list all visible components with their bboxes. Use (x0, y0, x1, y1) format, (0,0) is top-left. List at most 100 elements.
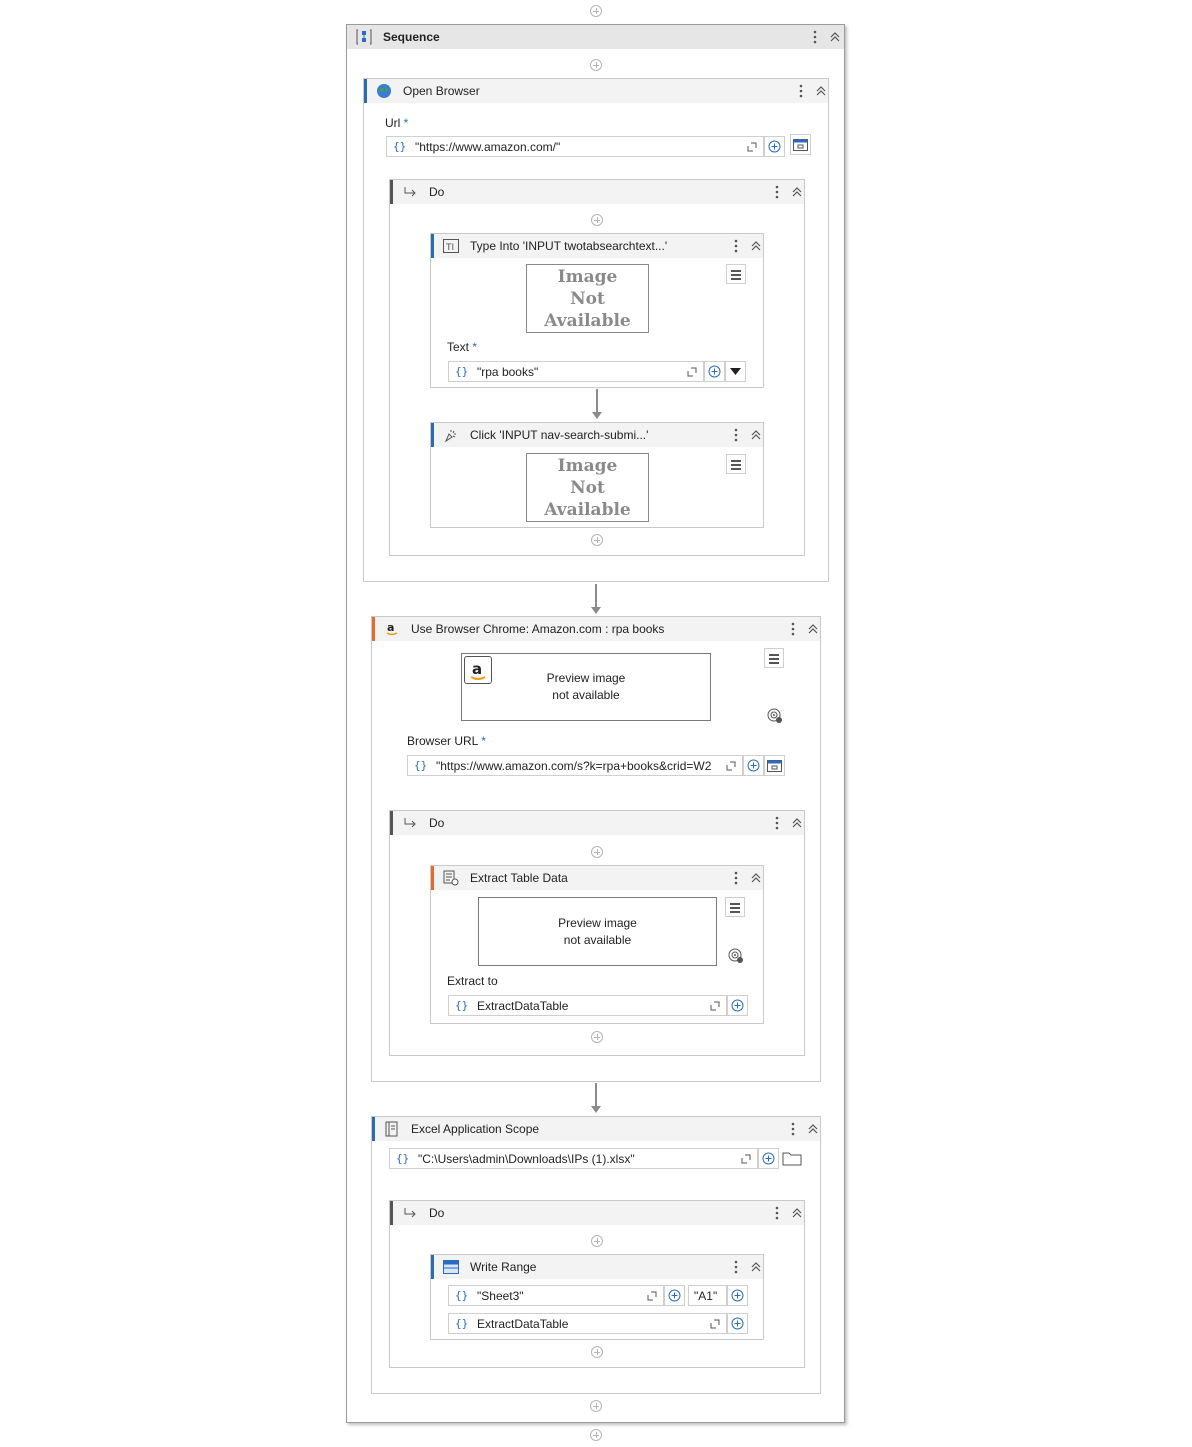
folder-browse-icon[interactable] (781, 1147, 802, 1168)
excel-scope-collapse-icon[interactable] (806, 1120, 820, 1138)
expand-icon[interactable] (741, 1154, 751, 1164)
click-header[interactable]: Click 'INPUT nav-search-submi...' (431, 423, 763, 447)
browser-url-value: "https://www.amazon.com/s?k=rpa+books&cr… (436, 758, 712, 773)
excel-scope-menu-icon[interactable] (788, 1120, 798, 1138)
extract-table-menu-icon[interactable] (731, 869, 741, 887)
excel-scope-header[interactable]: Excel Application Scope (372, 1117, 820, 1141)
target-icon[interactable] (767, 708, 783, 727)
use-browser-preview[interactable]: Preview image not available (461, 653, 711, 721)
do-header[interactable]: Do (390, 811, 804, 835)
click-options-icon[interactable] (726, 454, 746, 474)
expression-icon: {} (455, 1289, 469, 1302)
extract-to-field[interactable]: {} ExtractDataTable (448, 995, 727, 1016)
open-browser-header[interactable]: Open Browser (364, 79, 828, 103)
use-browser-collapse-icon[interactable] (806, 620, 820, 638)
use-browser-options-icon[interactable] (764, 648, 784, 668)
browser-picker-button[interactable] (764, 755, 785, 776)
sequence-collapse-icon[interactable] (828, 28, 842, 46)
expand-icon[interactable] (687, 367, 697, 377)
browser-url-add-button[interactable] (743, 755, 764, 776)
expand-icon[interactable] (747, 142, 757, 152)
add-activity-point[interactable] (591, 214, 603, 226)
url-field[interactable]: {} "https://www.amazon.com/" (386, 136, 764, 157)
workbook-path-field[interactable]: {} "C:\Users\admin\Downloads\IPs (1).xls… (389, 1148, 758, 1169)
do-header[interactable]: Do (390, 1201, 804, 1225)
open-browser-menu-icon[interactable] (796, 82, 806, 100)
text-add-button[interactable] (704, 361, 725, 382)
sequence-icon (355, 28, 373, 46)
click-image-placeholder[interactable]: Image Not Available (526, 453, 649, 522)
text-label: Text * (447, 340, 478, 354)
click-collapse-icon[interactable] (749, 426, 763, 444)
sheet-name-add-button[interactable] (664, 1285, 685, 1306)
expand-icon[interactable] (726, 761, 736, 771)
write-range-menu-icon[interactable] (731, 1258, 741, 1276)
start-cell-add-button[interactable] (727, 1285, 748, 1306)
add-activity-point[interactable] (591, 1235, 603, 1247)
do-collapse-icon[interactable] (790, 1204, 804, 1222)
workbook-path-add-button[interactable] (758, 1148, 779, 1169)
url-value: "https://www.amazon.com/" (415, 139, 561, 154)
do-header[interactable]: Do (390, 180, 804, 204)
type-into-menu-icon[interactable] (731, 237, 741, 255)
add-activity-point[interactable] (590, 1400, 602, 1412)
click-menu-icon[interactable] (731, 426, 741, 444)
add-activity-bottom[interactable] (590, 1429, 602, 1441)
add-activity-point[interactable] (591, 846, 603, 858)
type-into-options-icon[interactable] (726, 264, 746, 284)
url-add-button[interactable] (764, 136, 785, 157)
type-into-image-placeholder[interactable]: Image Not Available (526, 264, 649, 333)
sheet-name-field[interactable]: {} "Sheet3" (448, 1285, 664, 1306)
write-range-header[interactable]: Write Range (431, 1255, 763, 1279)
extract-table-header[interactable]: Extract Table Data (431, 866, 763, 890)
url-label: Url * (385, 116, 409, 130)
sequence-menu-icon[interactable] (810, 28, 820, 46)
extract-to-label: Extract to (447, 974, 498, 988)
datatable-field[interactable]: {} ExtractDataTable (448, 1313, 727, 1334)
type-into-title: Type Into 'INPUT twotabsearchtext...' (470, 239, 668, 253)
expand-icon[interactable] (647, 1291, 657, 1301)
browser-picker-button[interactable] (790, 134, 811, 155)
add-activity-point[interactable] (590, 59, 602, 71)
datatable-add-button[interactable] (727, 1313, 748, 1334)
do-collapse-icon[interactable] (790, 814, 804, 832)
do-menu-icon[interactable] (772, 183, 782, 201)
add-activity-point[interactable] (591, 1031, 603, 1043)
open-browser-collapse-icon[interactable] (814, 82, 828, 100)
expand-icon[interactable] (710, 1319, 720, 1329)
do-label: Do (429, 1206, 445, 1220)
start-cell-value: "A1" (694, 1288, 718, 1303)
write-range-icon (442, 1258, 460, 1276)
extract-table-icon (442, 869, 460, 887)
workbook-path-value: "C:\Users\admin\Downloads\IPs (1).xlsx" (418, 1151, 635, 1166)
amazon-icon: a (383, 620, 401, 638)
start-cell-field[interactable]: "A1" (688, 1285, 727, 1306)
extract-table-collapse-icon[interactable] (749, 869, 763, 887)
write-range-collapse-icon[interactable] (749, 1258, 763, 1276)
expand-icon[interactable] (710, 1001, 720, 1011)
extract-table-preview[interactable]: Preview image not available (478, 897, 717, 966)
flow-arrow-icon (592, 412, 602, 419)
do-menu-icon[interactable] (772, 1204, 782, 1222)
add-activity-top[interactable] (590, 5, 602, 17)
type-into-header[interactable]: TI Type Into 'INPUT twotabsearchtext...' (431, 234, 763, 258)
add-activity-point[interactable] (591, 1346, 603, 1358)
do-label: Do (429, 816, 445, 830)
datatable-value: ExtractDataTable (477, 1316, 569, 1331)
extract-to-add-button[interactable] (727, 995, 748, 1016)
text-dropdown-button[interactable] (725, 361, 746, 382)
flow-arrow-icon (591, 1106, 601, 1113)
target-icon[interactable] (728, 948, 744, 967)
do-collapse-icon[interactable] (790, 183, 804, 201)
click-pointer-icon (442, 426, 460, 444)
browser-url-field[interactable]: {} "https://www.amazon.com/s?k=rpa+books… (407, 755, 743, 776)
use-browser-header[interactable]: a Use Browser Chrome: Amazon.com : rpa b… (372, 617, 820, 641)
type-into-collapse-icon[interactable] (749, 237, 763, 255)
sequence-header[interactable]: Sequence (347, 25, 844, 49)
do-menu-icon[interactable] (772, 814, 782, 832)
use-browser-menu-icon[interactable] (788, 620, 798, 638)
add-activity-point[interactable] (591, 534, 603, 546)
extract-table-options-icon[interactable] (725, 897, 745, 917)
expression-icon: {} (414, 759, 428, 772)
text-field[interactable]: {} "rpa books" (448, 361, 704, 382)
